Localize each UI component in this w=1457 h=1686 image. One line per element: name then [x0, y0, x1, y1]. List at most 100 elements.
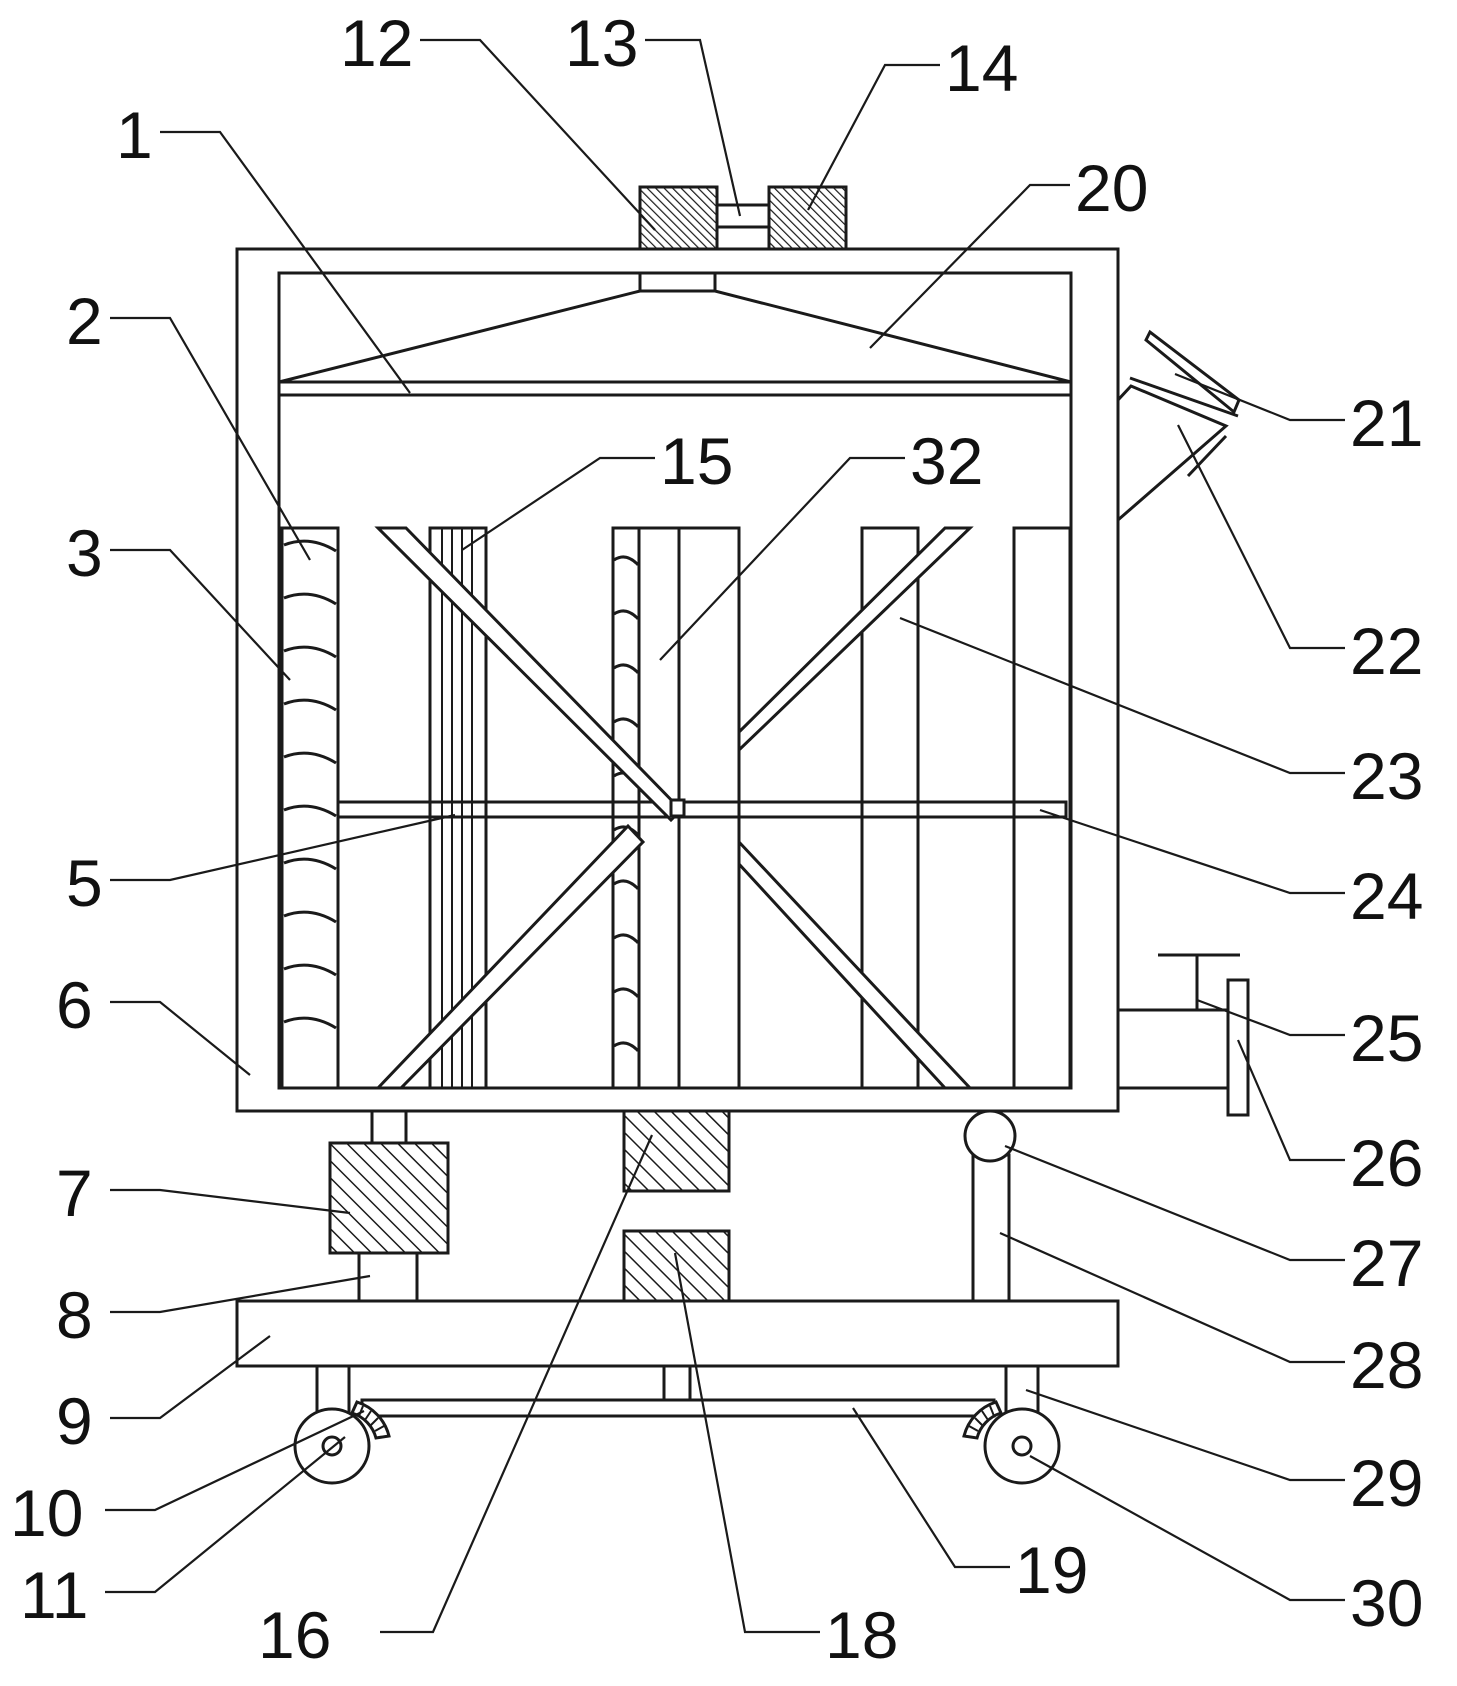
leader-26: [1236, 1039, 1345, 1162]
label-25: 25: [1350, 1001, 1423, 1075]
crossbar-24: [336, 800, 1068, 819]
leader-1: [160, 130, 411, 394]
label-24: 24: [1350, 859, 1423, 933]
motor-block-14: [767, 185, 848, 251]
label-29: 29: [1350, 1446, 1423, 1520]
leader-19: [852, 1407, 1010, 1569]
label-18: 18: [825, 1598, 898, 1672]
label-23: 23: [1350, 739, 1423, 813]
leader-28: [999, 1231, 1345, 1364]
left-heating-column: [280, 526, 340, 1090]
coil-turn: [283, 592, 337, 606]
coil-turn: [613, 987, 640, 998]
outlet-pipe-body: [1116, 1008, 1230, 1090]
coil-turn: [613, 933, 640, 944]
leader-18: [673, 1252, 820, 1634]
coil-turn: [613, 609, 640, 620]
coil-turn: [283, 804, 337, 818]
stirring-column-23: [860, 526, 920, 1090]
coil-turn: [283, 698, 337, 712]
part-labels: 1 2 3 5 6 7 8 9 10 11 12 13 14 15 16 18 …: [10, 6, 1423, 1672]
diagonal-arms: [374, 526, 974, 1090]
arm-upper-right: [737, 526, 974, 754]
label-12: 12: [340, 6, 413, 80]
outlet-pipe: [1116, 953, 1250, 1117]
hood-outlet: [638, 271, 717, 293]
label-30: 30: [1350, 1566, 1423, 1640]
leader-6: [110, 1000, 251, 1076]
coil-turn: [283, 910, 337, 924]
stirring-column-right: [1012, 526, 1072, 1090]
inlet-pipe: [1116, 329, 1241, 524]
leader-12: [420, 38, 656, 231]
coil-turn: [613, 663, 640, 674]
base: [235, 1299, 1120, 1418]
cylinder-7: [328, 1141, 450, 1255]
arm-lower-right: [737, 838, 974, 1090]
coil-turn: [613, 555, 640, 566]
coil-turn: [613, 1041, 640, 1052]
outlet-flange-26: [1226, 978, 1250, 1117]
coil-turn: [283, 857, 337, 871]
support-rod-28: [971, 1153, 1011, 1303]
label-11: 11: [20, 1558, 89, 1632]
leader-7: [110, 1188, 351, 1215]
label-27: 27: [1350, 1226, 1423, 1300]
leader-3: [110, 548, 291, 681]
coil-turn: [283, 751, 337, 765]
arm-pivot: [669, 798, 686, 818]
right-columns: [860, 526, 1072, 1090]
leader-15: [461, 456, 655, 551]
label-20: 20: [1075, 151, 1148, 225]
motor-block-12: [638, 185, 719, 251]
scraper-arm-upper-left: [374, 526, 684, 823]
coil-turn: [283, 963, 337, 977]
left-lift-cylinder: [328, 1109, 450, 1303]
coil-turn: [283, 539, 337, 553]
leader-20: [869, 183, 1070, 349]
heater-block-16: [622, 1109, 731, 1193]
leader-24: [1039, 808, 1345, 895]
label-14: 14: [945, 31, 1018, 105]
wheel-assembly-left: [293, 1364, 391, 1485]
leader-16: [380, 1134, 654, 1634]
coupling-13: [715, 203, 771, 229]
label-28: 28: [1350, 1328, 1423, 1402]
coil-turn: [613, 879, 640, 890]
label-19: 19: [1015, 1533, 1088, 1607]
leader-11: [105, 1436, 346, 1594]
label-3: 3: [66, 516, 103, 590]
leader-9: [110, 1335, 271, 1420]
label-21: 21: [1350, 386, 1423, 460]
top-motor-assembly: [638, 185, 848, 251]
center-post: [662, 1364, 692, 1402]
hinge-ball-27: [963, 1109, 1017, 1163]
leader-22: [1177, 424, 1345, 650]
label-22: 22: [1350, 614, 1423, 688]
leader-2: [110, 316, 311, 561]
label-13: 13: [565, 6, 638, 80]
base-plate-9: [235, 1299, 1120, 1368]
filter-rod-body: [428, 526, 488, 1090]
leader-27: [1004, 1144, 1345, 1262]
central-sleeve: [677, 526, 741, 1090]
top-hood: [277, 271, 1073, 397]
right-hinge-support: [963, 1109, 1017, 1303]
leader-10: [105, 1410, 365, 1512]
spiral-coil-center: [613, 555, 640, 1052]
leader-14: [807, 63, 940, 211]
wheel-assembly-right: [962, 1364, 1061, 1485]
leader-29: [1025, 1388, 1345, 1482]
leader-lines: [105, 38, 1345, 1634]
hood-cone: [278, 289, 1072, 384]
label-8: 8: [56, 1278, 93, 1352]
coil-turn: [283, 1016, 337, 1030]
label-26: 26: [1350, 1126, 1423, 1200]
label-7: 7: [56, 1156, 93, 1230]
leader-8: [110, 1274, 371, 1314]
connecting-rod-19: [360, 1398, 996, 1418]
label-10: 10: [10, 1476, 83, 1550]
coil-turn: [613, 717, 640, 728]
leader-23: [899, 616, 1345, 775]
